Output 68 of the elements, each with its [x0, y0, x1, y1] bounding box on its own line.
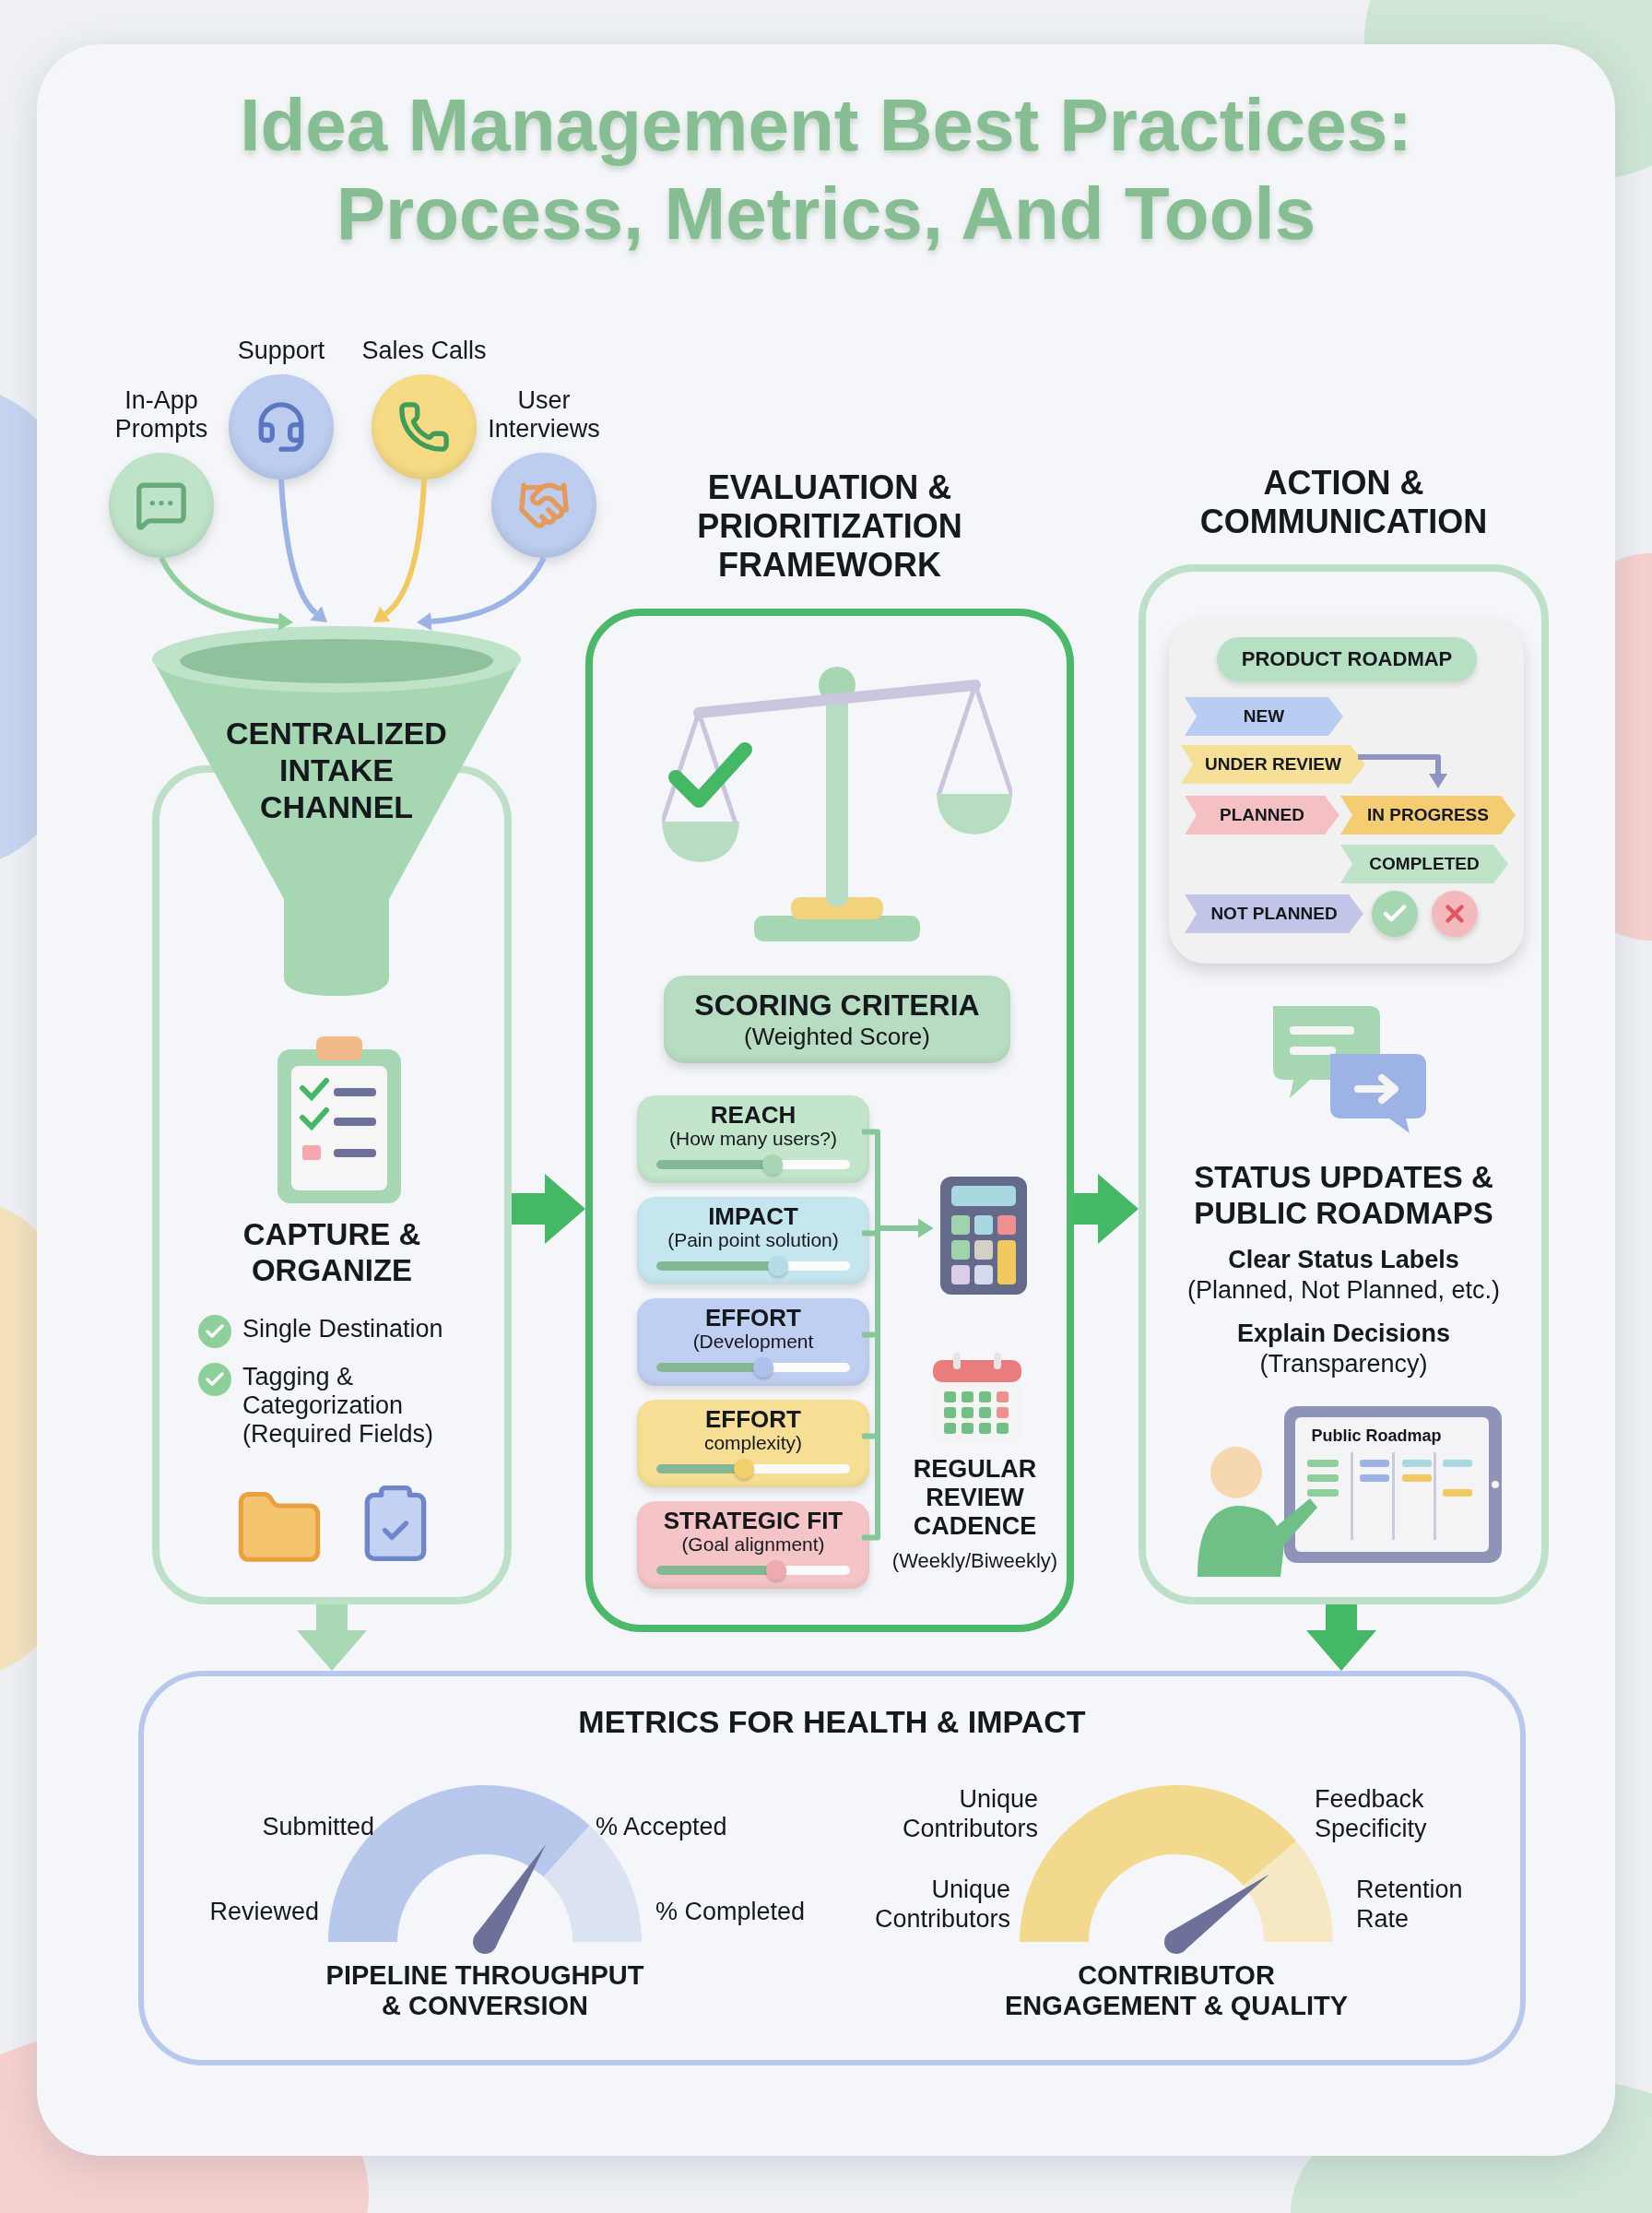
- status-tag: NOT PLANNED: [1185, 894, 1363, 933]
- criterion-subtitle: (How many users?): [668, 1128, 838, 1151]
- criterion-subtitle: complexity): [703, 1432, 803, 1455]
- body-text: (Transparency): [1258, 1349, 1429, 1379]
- source-label: In-App Prompts: [113, 385, 209, 444]
- title: Idea Management Best Practices: Process, Metrics, And Tools: [239, 83, 1413, 256]
- criterion-card: [637, 1095, 869, 1183]
- list-item: Tagging & Categorization (Required Fields): [242, 1363, 435, 1450]
- panel-frame: [138, 1671, 1526, 2065]
- body-text: (Planned, Not Planned, etc.): [1186, 1275, 1502, 1306]
- gauge-title: CONTRIBUTOR ENGAGEMENT & QUALITY: [1003, 1960, 1350, 2022]
- gauge-label: % Completed: [655, 1898, 807, 1927]
- gauge-label: Unique Contributors: [873, 1876, 1010, 1935]
- flow-arrow: [512, 1174, 585, 1244]
- arrow: [417, 556, 547, 631]
- criterion-title: EFFORT: [705, 1306, 801, 1331]
- status-tag: PLANNED: [1185, 796, 1339, 834]
- criterion-card: [637, 1400, 869, 1487]
- section-heading: STATUS UPDATES & PUBLIC ROADMAPS: [1193, 1160, 1494, 1232]
- status-tag: NEW: [1185, 697, 1343, 736]
- source-label: User Interviews: [487, 385, 601, 444]
- criterion-subtitle: (Pain point solution): [667, 1229, 839, 1252]
- source-label: Sales Calls: [360, 336, 488, 365]
- flow-arrow: [297, 1604, 367, 1671]
- gauge-label: Submitted: [261, 1813, 374, 1842]
- arrow: [862, 1219, 933, 1541]
- list-item: Single Destination: [242, 1315, 444, 1344]
- calculator-icon: [940, 1177, 1027, 1295]
- criterion-title: REACH: [710, 1103, 796, 1129]
- section-heading: CAPTURE & ORGANIZE: [242, 1217, 422, 1289]
- arrow: [1358, 754, 1447, 788]
- criterion-subtitle: (Goal alignment): [681, 1533, 825, 1556]
- roadmap-title-pill: PRODUCT ROADMAP: [1217, 637, 1477, 681]
- scoring-criteria-pill: [664, 976, 1010, 1063]
- cadence-label: (Weekly/Biweekly): [891, 1549, 1059, 1573]
- arrow: [278, 479, 327, 624]
- pill-title: SCORING CRITERIA: [694, 988, 980, 1023]
- arrow: [159, 556, 293, 631]
- gauge-label: Feedback Specificity: [1315, 1785, 1428, 1844]
- criterion-card: [637, 1501, 869, 1589]
- status-tag: UNDER REVIEW: [1181, 745, 1365, 784]
- flow-arrow: [1074, 1174, 1139, 1244]
- flow-arrow: [1306, 1604, 1376, 1671]
- gauge-label: Unique Contributors: [901, 1785, 1038, 1844]
- criterion-subtitle: (Development: [692, 1331, 814, 1354]
- gauge-label: Reviewed: [208, 1898, 319, 1927]
- body-text: Explain Decisions: [1235, 1319, 1452, 1349]
- gauge-label: Retention Rate: [1356, 1876, 1464, 1935]
- body-text: Clear Status Labels: [1227, 1245, 1460, 1275]
- criterion-title: STRATEGIC FIT: [663, 1509, 844, 1534]
- section-heading: ACTION & COMMUNICATION: [1198, 464, 1489, 542]
- arrow: [373, 479, 427, 624]
- section-heading: EVALUATION & PRIORITIZATION FRAMEWORK: [696, 468, 963, 586]
- status-tag: COMPLETED: [1340, 845, 1508, 883]
- gauge-label: % Accepted: [596, 1813, 728, 1842]
- pill-subtitle: (Weighted Score): [744, 1022, 930, 1051]
- status-tag: IN PROGRESS: [1340, 796, 1516, 834]
- gauge-title: PIPELINE THROUGHPUT & CONVERSION: [324, 1960, 645, 2022]
- criterion-card: [637, 1197, 869, 1284]
- criterion-card: [637, 1298, 869, 1386]
- criterion-title: IMPACT: [708, 1204, 798, 1230]
- funnel-label: CENTRALIZED INTAKE CHANNEL: [225, 715, 448, 826]
- roadmap-card: [1169, 618, 1524, 964]
- cadence-label: REGULAR REVIEW CADENCE: [912, 1455, 1038, 1542]
- source-label: Support: [236, 336, 326, 365]
- criterion-title: EFFORT: [705, 1407, 801, 1433]
- section-heading: METRICS FOR HEALTH & IMPACT: [577, 1704, 1087, 1741]
- screen-title: Public Roadmap: [1310, 1426, 1443, 1446]
